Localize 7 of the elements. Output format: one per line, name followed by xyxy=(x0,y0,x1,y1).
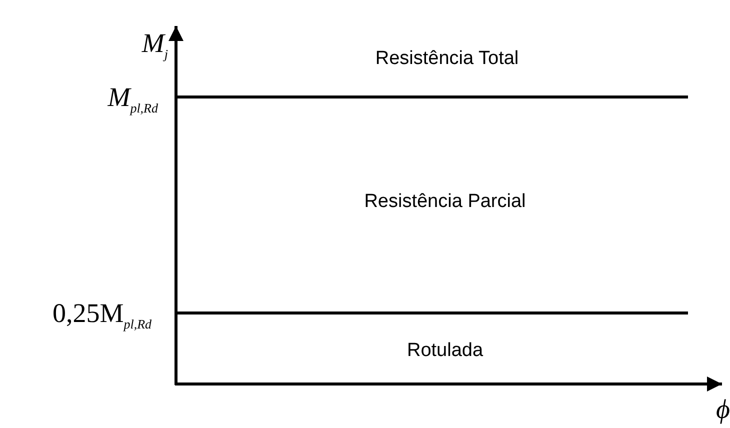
region-label: Resistência Parcial xyxy=(364,192,526,211)
tick-label: 0,25M$_{pl,Rd}$ xyxy=(52,300,152,330)
tick-label: M$_{pl,Rd}$ xyxy=(108,84,158,114)
axis-label: M$_{j}$ xyxy=(142,30,168,60)
region-label: Resistência Total xyxy=(375,49,519,68)
axis-label: ϕ xyxy=(716,396,730,423)
region-label: Rotulada xyxy=(406,341,484,360)
